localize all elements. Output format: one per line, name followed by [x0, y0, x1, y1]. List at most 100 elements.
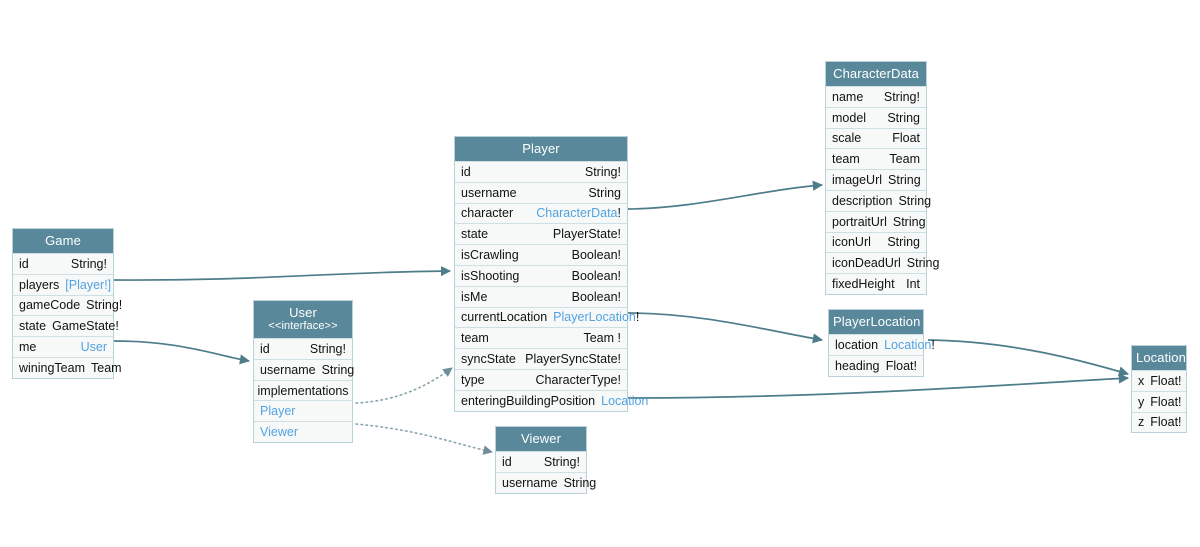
field-type: PlayerState!: [552, 227, 621, 242]
table-row[interactable]: name String!: [826, 86, 926, 107]
field-type: String!: [309, 341, 346, 356]
table-row[interactable]: character CharacterData!: [455, 202, 627, 224]
table-row[interactable]: username String: [455, 181, 627, 203]
edge-user-impl-player-to-player: [355, 367, 453, 404]
field-name: username: [461, 185, 517, 200]
field-type-link[interactable]: [Player!]: [65, 277, 112, 292]
entity-player[interactable]: Player id String! username String charac…: [454, 136, 648, 412]
table-row[interactable]: isShooting Boolean!: [455, 264, 627, 286]
table-row[interactable]: z Float!: [1132, 411, 1186, 433]
field-type: Boolean!: [571, 289, 621, 304]
field-name: isMe: [461, 289, 488, 304]
field-type: String: [321, 362, 355, 377]
field-type-link-text[interactable]: PlayerLocation: [553, 310, 636, 325]
table-row[interactable]: isCrawling Boolean!: [455, 244, 627, 265]
entity-playerlocation[interactable]: PlayerLocation location Location! headin…: [828, 309, 935, 377]
field-type: String: [888, 173, 921, 188]
entity-user-stereotype: <<interface>>: [268, 320, 338, 332]
table-row[interactable]: location Location!: [829, 334, 935, 355]
table-row[interactable]: gameCode String!: [13, 294, 122, 316]
implementation-name[interactable]: Player: [260, 404, 296, 419]
field-name: id: [260, 341, 270, 356]
edge-player-character-to-characterdata: [627, 180, 824, 210]
field-type-link-text[interactable]: CharacterData: [536, 206, 618, 221]
implementation-player[interactable]: Player: [254, 400, 352, 422]
table-row[interactable]: iconUrl String: [826, 231, 926, 253]
field-type: String!: [883, 89, 920, 104]
implementation-viewer[interactable]: Viewer: [254, 421, 352, 443]
field-type-link[interactable]: PlayerLocation!: [553, 310, 639, 324]
field-name: character: [461, 206, 514, 221]
field-name: enteringBuildingPosition: [461, 393, 596, 408]
entity-user-name: User: [289, 305, 317, 320]
table-row[interactable]: team Team !: [455, 327, 627, 349]
field-type: String!: [70, 256, 107, 271]
field-type-link-text[interactable]: Location: [884, 337, 932, 352]
table-row[interactable]: heading Float!: [829, 354, 923, 376]
field-name: state: [461, 227, 489, 242]
field-name: imageUrl: [832, 173, 883, 188]
field-name: z: [1138, 415, 1145, 430]
implementation-name[interactable]: Viewer: [260, 425, 298, 440]
table-row[interactable]: model String: [826, 106, 926, 128]
field-name: isShooting: [461, 268, 520, 283]
table-row[interactable]: syncState PlayerSyncState!: [455, 348, 627, 369]
field-type: Boolean!: [571, 248, 621, 263]
table-row[interactable]: currentLocation PlayerLocation!: [455, 306, 639, 328]
table-row[interactable]: winingTeam Team: [13, 356, 122, 378]
field-type: Float!: [1150, 373, 1182, 388]
field-type-link[interactable]: User: [80, 340, 107, 355]
edge-playerlocation-location-to-location: [927, 339, 1129, 377]
table-row[interactable]: id String!: [13, 253, 113, 274]
entity-viewer[interactable]: Viewer id String! username String: [495, 426, 596, 494]
table-row[interactable]: y Float!: [1132, 390, 1186, 412]
table-row[interactable]: type CharacterType!: [455, 368, 627, 390]
table-row[interactable]: state PlayerState!: [455, 223, 627, 245]
field-type-link[interactable]: Location!: [884, 338, 935, 352]
field-name: name: [832, 89, 864, 104]
table-row[interactable]: description String: [826, 189, 931, 211]
table-row[interactable]: fixedHeight Int: [826, 273, 926, 294]
entity-game[interactable]: Game id String! players [Player!] gameCo…: [12, 228, 122, 379]
table-row[interactable]: id String!: [254, 338, 352, 359]
field-type-nonnull: !: [931, 337, 935, 352]
field-type-link[interactable]: CharacterData!: [536, 206, 621, 220]
field-type: String: [906, 256, 940, 271]
entity-characterdata[interactable]: CharacterData name String! model String …: [825, 61, 939, 295]
field-name: fixedHeight: [832, 277, 895, 292]
table-row[interactable]: x Float!: [1132, 370, 1186, 391]
table-row[interactable]: state GameState!: [13, 315, 119, 337]
edge-player-enteringbuildingposition-to-location: [627, 373, 1130, 399]
table-row[interactable]: me User: [13, 336, 113, 357]
entity-location[interactable]: Location x Float! y Float! z Float!: [1131, 345, 1187, 434]
field-type: String: [892, 214, 926, 229]
edge-player-currentlocation-to-playerlocation: [627, 312, 824, 344]
table-row[interactable]: id String!: [496, 451, 586, 472]
table-row[interactable]: team Team: [826, 148, 926, 170]
field-name: y: [1138, 394, 1145, 409]
table-row[interactable]: scale Float: [826, 127, 926, 149]
entity-viewer-title: Viewer: [496, 427, 586, 451]
table-row[interactable]: players [Player!]: [13, 273, 113, 295]
implementations-label: implementations: [257, 383, 349, 398]
table-row[interactable]: id String!: [455, 161, 627, 182]
field-type: Team: [889, 152, 920, 167]
field-type-link[interactable]: Location: [601, 393, 649, 408]
table-row[interactable]: username String: [254, 358, 355, 380]
table-row[interactable]: enteringBuildingPosition Location: [455, 389, 648, 411]
table-row[interactable]: portraitUrl String: [826, 210, 926, 232]
field-name: id: [19, 256, 29, 271]
field-type-nonnull: !: [617, 206, 621, 221]
field-name: x: [1138, 373, 1145, 388]
field-name: isCrawling: [461, 248, 519, 263]
table-row[interactable]: username String: [496, 471, 596, 493]
table-row[interactable]: imageUrl String: [826, 169, 926, 190]
table-row[interactable]: isMe Boolean!: [455, 285, 627, 307]
field-type: CharacterType!: [535, 372, 621, 387]
field-type: PlayerSyncState!: [525, 352, 621, 367]
field-type: String: [887, 110, 920, 125]
table-row[interactable]: iconDeadUrl String: [826, 252, 939, 274]
field-type: GameState!: [52, 319, 119, 334]
entity-user[interactable]: User <<interface>> id String! username S…: [253, 300, 355, 444]
